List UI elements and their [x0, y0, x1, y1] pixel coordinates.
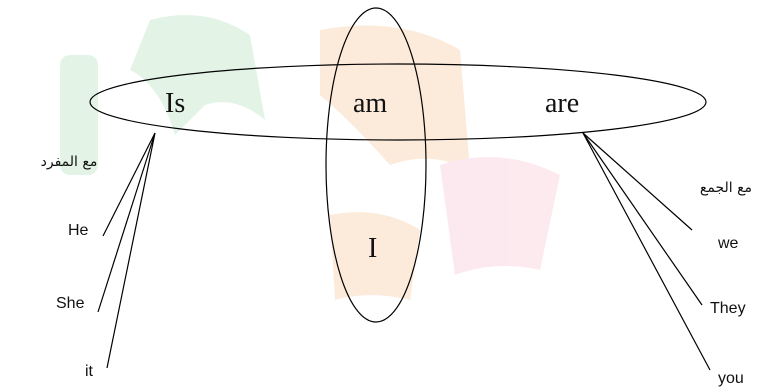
- connector-she: [97, 132, 156, 313]
- verb-am: am: [353, 88, 387, 119]
- connector-they: [582, 132, 703, 306]
- watermark-shape-green: [130, 15, 265, 135]
- connector-you: [582, 132, 711, 371]
- plural-connectors: [582, 132, 711, 371]
- singular-pronoun-it: it: [85, 363, 94, 380]
- connector-we: [582, 132, 693, 231]
- plural-pronoun-they: They: [710, 300, 746, 317]
- watermark-shape-orange: [320, 25, 470, 170]
- plural-pronoun-we: we: [717, 235, 739, 252]
- watermark-bar-green: [60, 55, 98, 175]
- watermark-shape-orange-lower: [330, 212, 420, 300]
- verb-ellipse-horizontal: [89, 63, 707, 141]
- plural-label: مع الجمع: [700, 180, 752, 196]
- plural-pronoun-you: you: [718, 370, 744, 387]
- singular-pronoun-he: He: [68, 222, 89, 239]
- connector-he: [102, 132, 156, 237]
- verb-ellipse-vertical: [325, 7, 427, 323]
- singular-label: مع المفرد: [41, 154, 98, 170]
- singular-connectors: [97, 132, 156, 369]
- pronoun-i: I: [368, 233, 377, 264]
- connector-it: [106, 132, 156, 369]
- watermark-shape-pink: [440, 157, 560, 275]
- verb-is: Is: [165, 88, 185, 119]
- verb-are: are: [545, 88, 579, 119]
- singular-pronoun-she: She: [56, 295, 85, 312]
- watermark-logo: [60, 15, 560, 300]
